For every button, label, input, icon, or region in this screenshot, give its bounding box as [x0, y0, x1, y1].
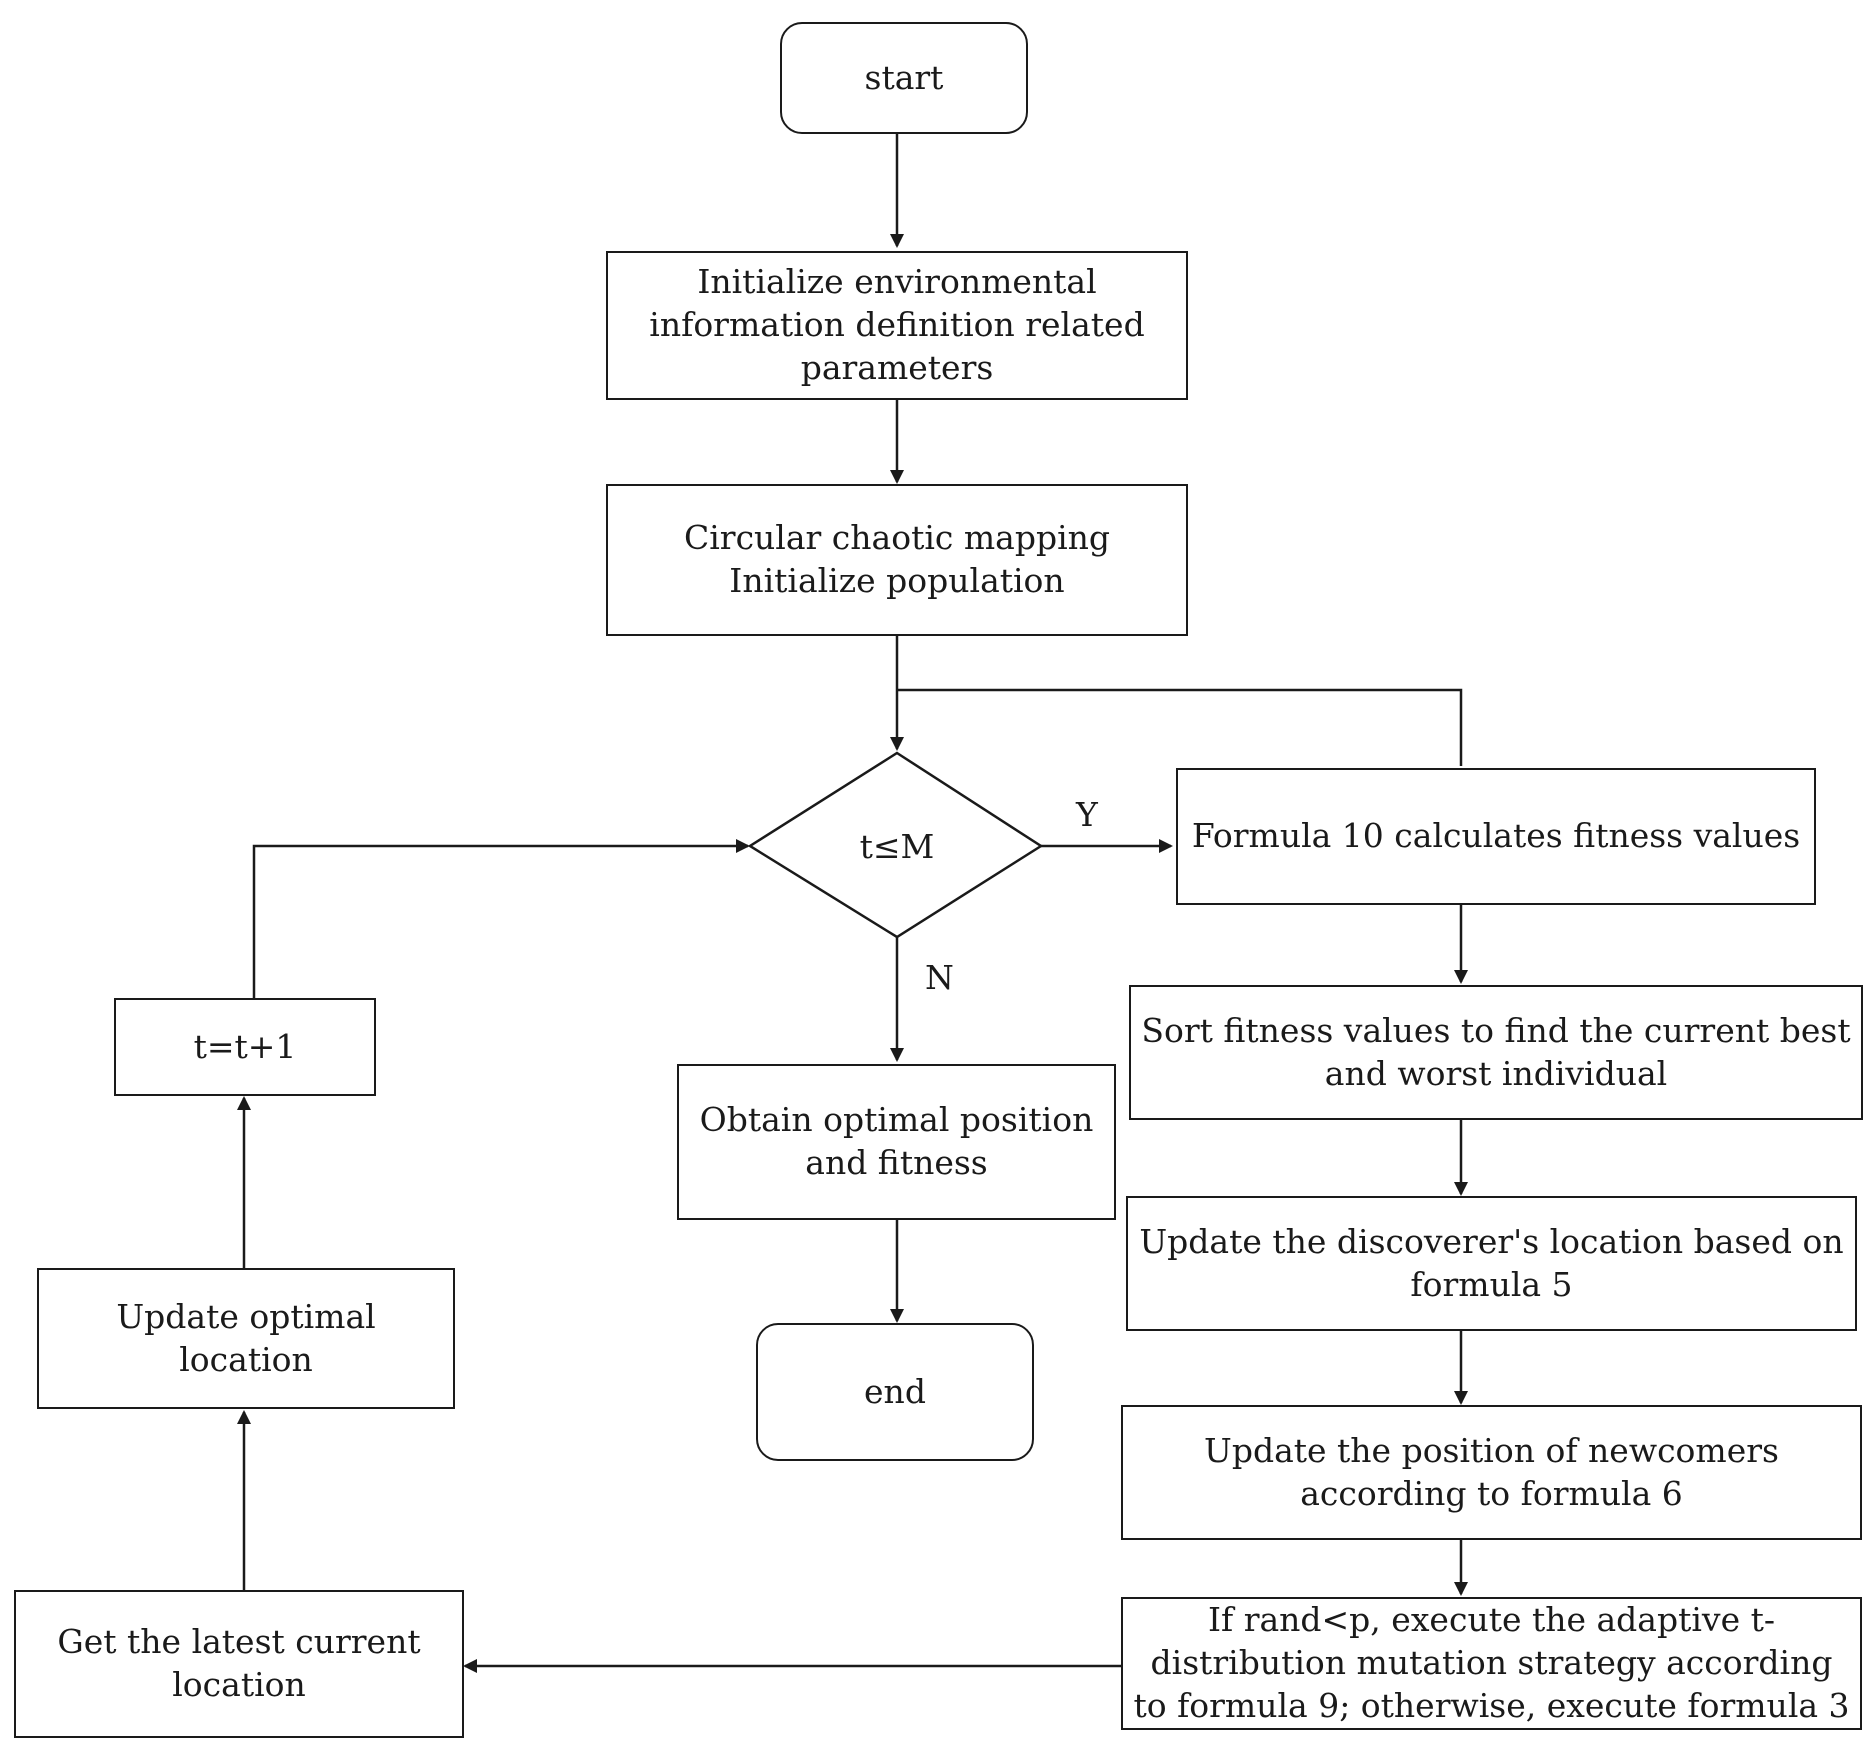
update-optimal-node: Update optimal location: [37, 1268, 455, 1409]
decision-label: t≤M: [859, 826, 935, 866]
edge-loop-junction: [897, 688, 1463, 766]
edge-increment-to-decision: [252, 839, 750, 998]
decision-diamond: [747, 751, 1044, 939]
initialize-parameters-node: Initialize environmental information def…: [606, 251, 1188, 400]
no-label: N: [925, 958, 954, 997]
chaotic-mapping-node: Circular chaotic mapping Initialize popu…: [606, 484, 1188, 636]
increment-node: t=t+1: [114, 998, 376, 1096]
sort-fitness-node: Sort fitness values to find the current …: [1129, 985, 1863, 1120]
yes-label: Y: [1076, 795, 1098, 834]
end-node: end: [756, 1323, 1034, 1461]
mutation-strategy-node: If rand<p, execute the adaptive t- distr…: [1121, 1597, 1862, 1730]
latest-location-node: Get the latest current location: [14, 1590, 464, 1738]
update-discoverer-node: Update the discoverer's location based o…: [1126, 1196, 1857, 1331]
fitness-calculation-node: Formula 10 calculates fitness values: [1176, 768, 1816, 905]
obtain-optimal-node: Obtain optimal position and fitness: [677, 1064, 1116, 1220]
update-newcomers-node: Update the position of newcomers accordi…: [1121, 1405, 1862, 1540]
start-node: start: [780, 22, 1028, 134]
